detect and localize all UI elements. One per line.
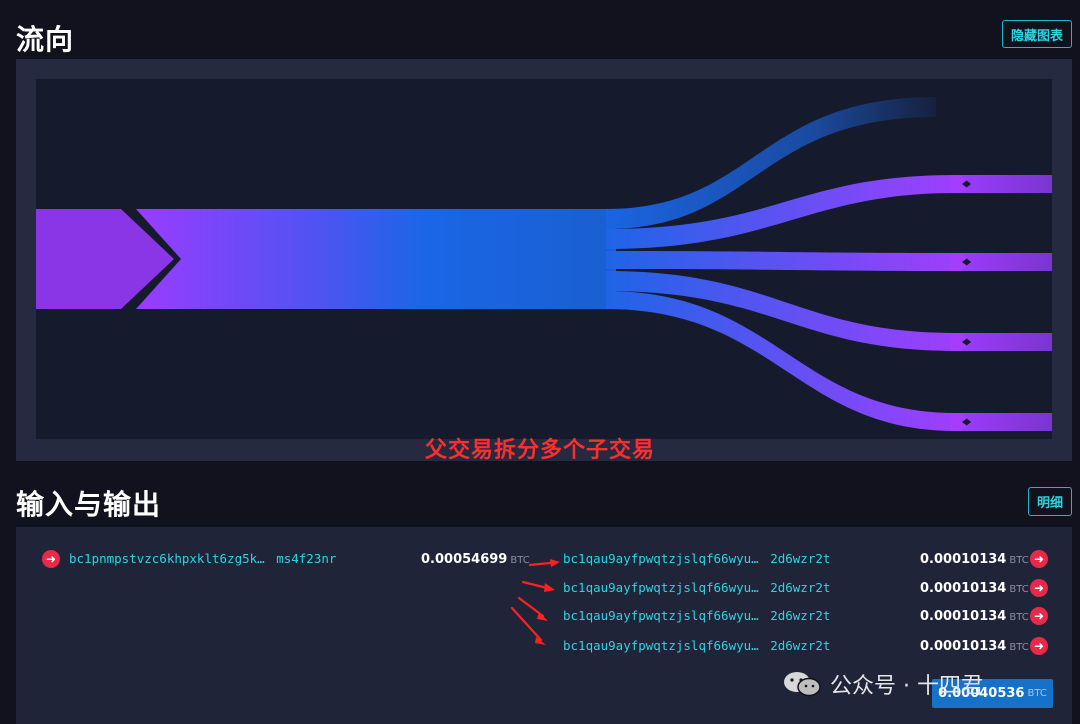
- output-arrow-icon[interactable]: ➜: [1030, 607, 1048, 625]
- total-amount-value: 0.00040536: [938, 686, 1025, 701]
- io-section-title: 输入与输出: [16, 488, 162, 521]
- output-amount-unit: BTC: [1009, 642, 1029, 653]
- red-arrow-2: [521, 580, 549, 590]
- flow-arrow-1: [951, 175, 974, 193]
- output-node-4: [960, 413, 1052, 431]
- output-address-start: bc1qau9ayfpwqtzjslqf66wyu…: [563, 580, 759, 595]
- output-address-end: 2d6wzr2t: [770, 580, 831, 595]
- output-node-1: [960, 175, 1052, 193]
- output-node-2: [960, 253, 1052, 271]
- flow-arrow-4: [951, 413, 974, 431]
- hide-chart-button[interactable]: 隐藏图表: [1002, 20, 1072, 48]
- input-arrow-icon[interactable]: ➜: [42, 550, 60, 568]
- input-amount-unit: BTC: [510, 555, 530, 566]
- sankey-canvas: [36, 79, 1052, 439]
- red-arrow-4: [510, 606, 543, 642]
- sankey-diagram: [36, 97, 1052, 431]
- main-flow-stream: [136, 209, 616, 309]
- total-amount-unit: BTC: [1027, 688, 1047, 699]
- output-amount-value: 0.00010134: [920, 552, 1007, 567]
- flow-branch-3: [606, 271, 956, 351]
- flow-arrow-2: [951, 253, 974, 271]
- output-amount-value: 0.00010134: [920, 581, 1007, 596]
- output-address[interactable]: bc1qau9ayfpwqtzjslqf66wyu… 2d6wzr2t: [563, 551, 830, 566]
- input-amount-value: 0.00054699: [421, 552, 508, 567]
- flow-branch-0: [606, 97, 936, 229]
- output-address-start: bc1qau9ayfpwqtzjslqf66wyu…: [563, 608, 759, 623]
- wechat-watermark: 公众号 · 十四君: [782, 668, 983, 700]
- output-address-end: 2d6wzr2t: [770, 608, 831, 623]
- output-address[interactable]: bc1qau9ayfpwqtzjslqf66wyu… 2d6wzr2t: [563, 608, 830, 623]
- io-panel: [16, 527, 1072, 724]
- output-node-3: [960, 333, 1052, 351]
- flow-branch-1: [606, 175, 956, 249]
- flow-arrow-3: [951, 333, 974, 351]
- red-arrow-1: [528, 561, 552, 567]
- flow-branch-4: [606, 291, 956, 431]
- output-amount-unit: BTC: [1009, 555, 1029, 566]
- flow-chart-panel: [16, 59, 1072, 461]
- output-address[interactable]: bc1qau9ayfpwqtzjslqf66wyu… 2d6wzr2t: [563, 580, 830, 595]
- output-address-end: 2d6wzr2t: [770, 638, 831, 653]
- input-node: [36, 209, 174, 309]
- detail-button[interactable]: 明细: [1028, 487, 1072, 516]
- flow-branch-2: [606, 251, 956, 271]
- output-amount-unit: BTC: [1009, 584, 1029, 595]
- flow-section-title: 流向: [16, 23, 75, 56]
- input-address-end: ms4f23nr: [276, 551, 337, 566]
- output-amount-value: 0.00010134: [920, 609, 1007, 624]
- output-address-end: 2d6wzr2t: [770, 551, 831, 566]
- output-amount-unit: BTC: [1009, 612, 1029, 623]
- input-address[interactable]: bc1pnmpstvzc6khpxklt6zg5k… ms4f23nr: [69, 551, 336, 566]
- output-address-start: bc1qau9ayfpwqtzjslqf66wyu…: [563, 551, 759, 566]
- output-arrow-icon[interactable]: ➜: [1030, 579, 1048, 597]
- input-address-start: bc1pnmpstvzc6khpxklt6zg5k…: [69, 551, 265, 566]
- output-address-start: bc1qau9ayfpwqtzjslqf66wyu…: [563, 638, 759, 653]
- output-arrow-icon[interactable]: ➜: [1030, 637, 1048, 655]
- watermark-text: 公众号 · 十四君: [830, 674, 983, 699]
- annotation-arrows: [510, 559, 560, 645]
- annotation-text: 父交易拆分多个子交易: [424, 438, 655, 463]
- wechat-icon: [784, 672, 821, 697]
- output-amount-value: 0.00010134: [920, 639, 1007, 654]
- output-arrow-icon[interactable]: ➜: [1030, 550, 1048, 568]
- output-address[interactable]: bc1qau9ayfpwqtzjslqf66wyu… 2d6wzr2t: [563, 638, 830, 653]
